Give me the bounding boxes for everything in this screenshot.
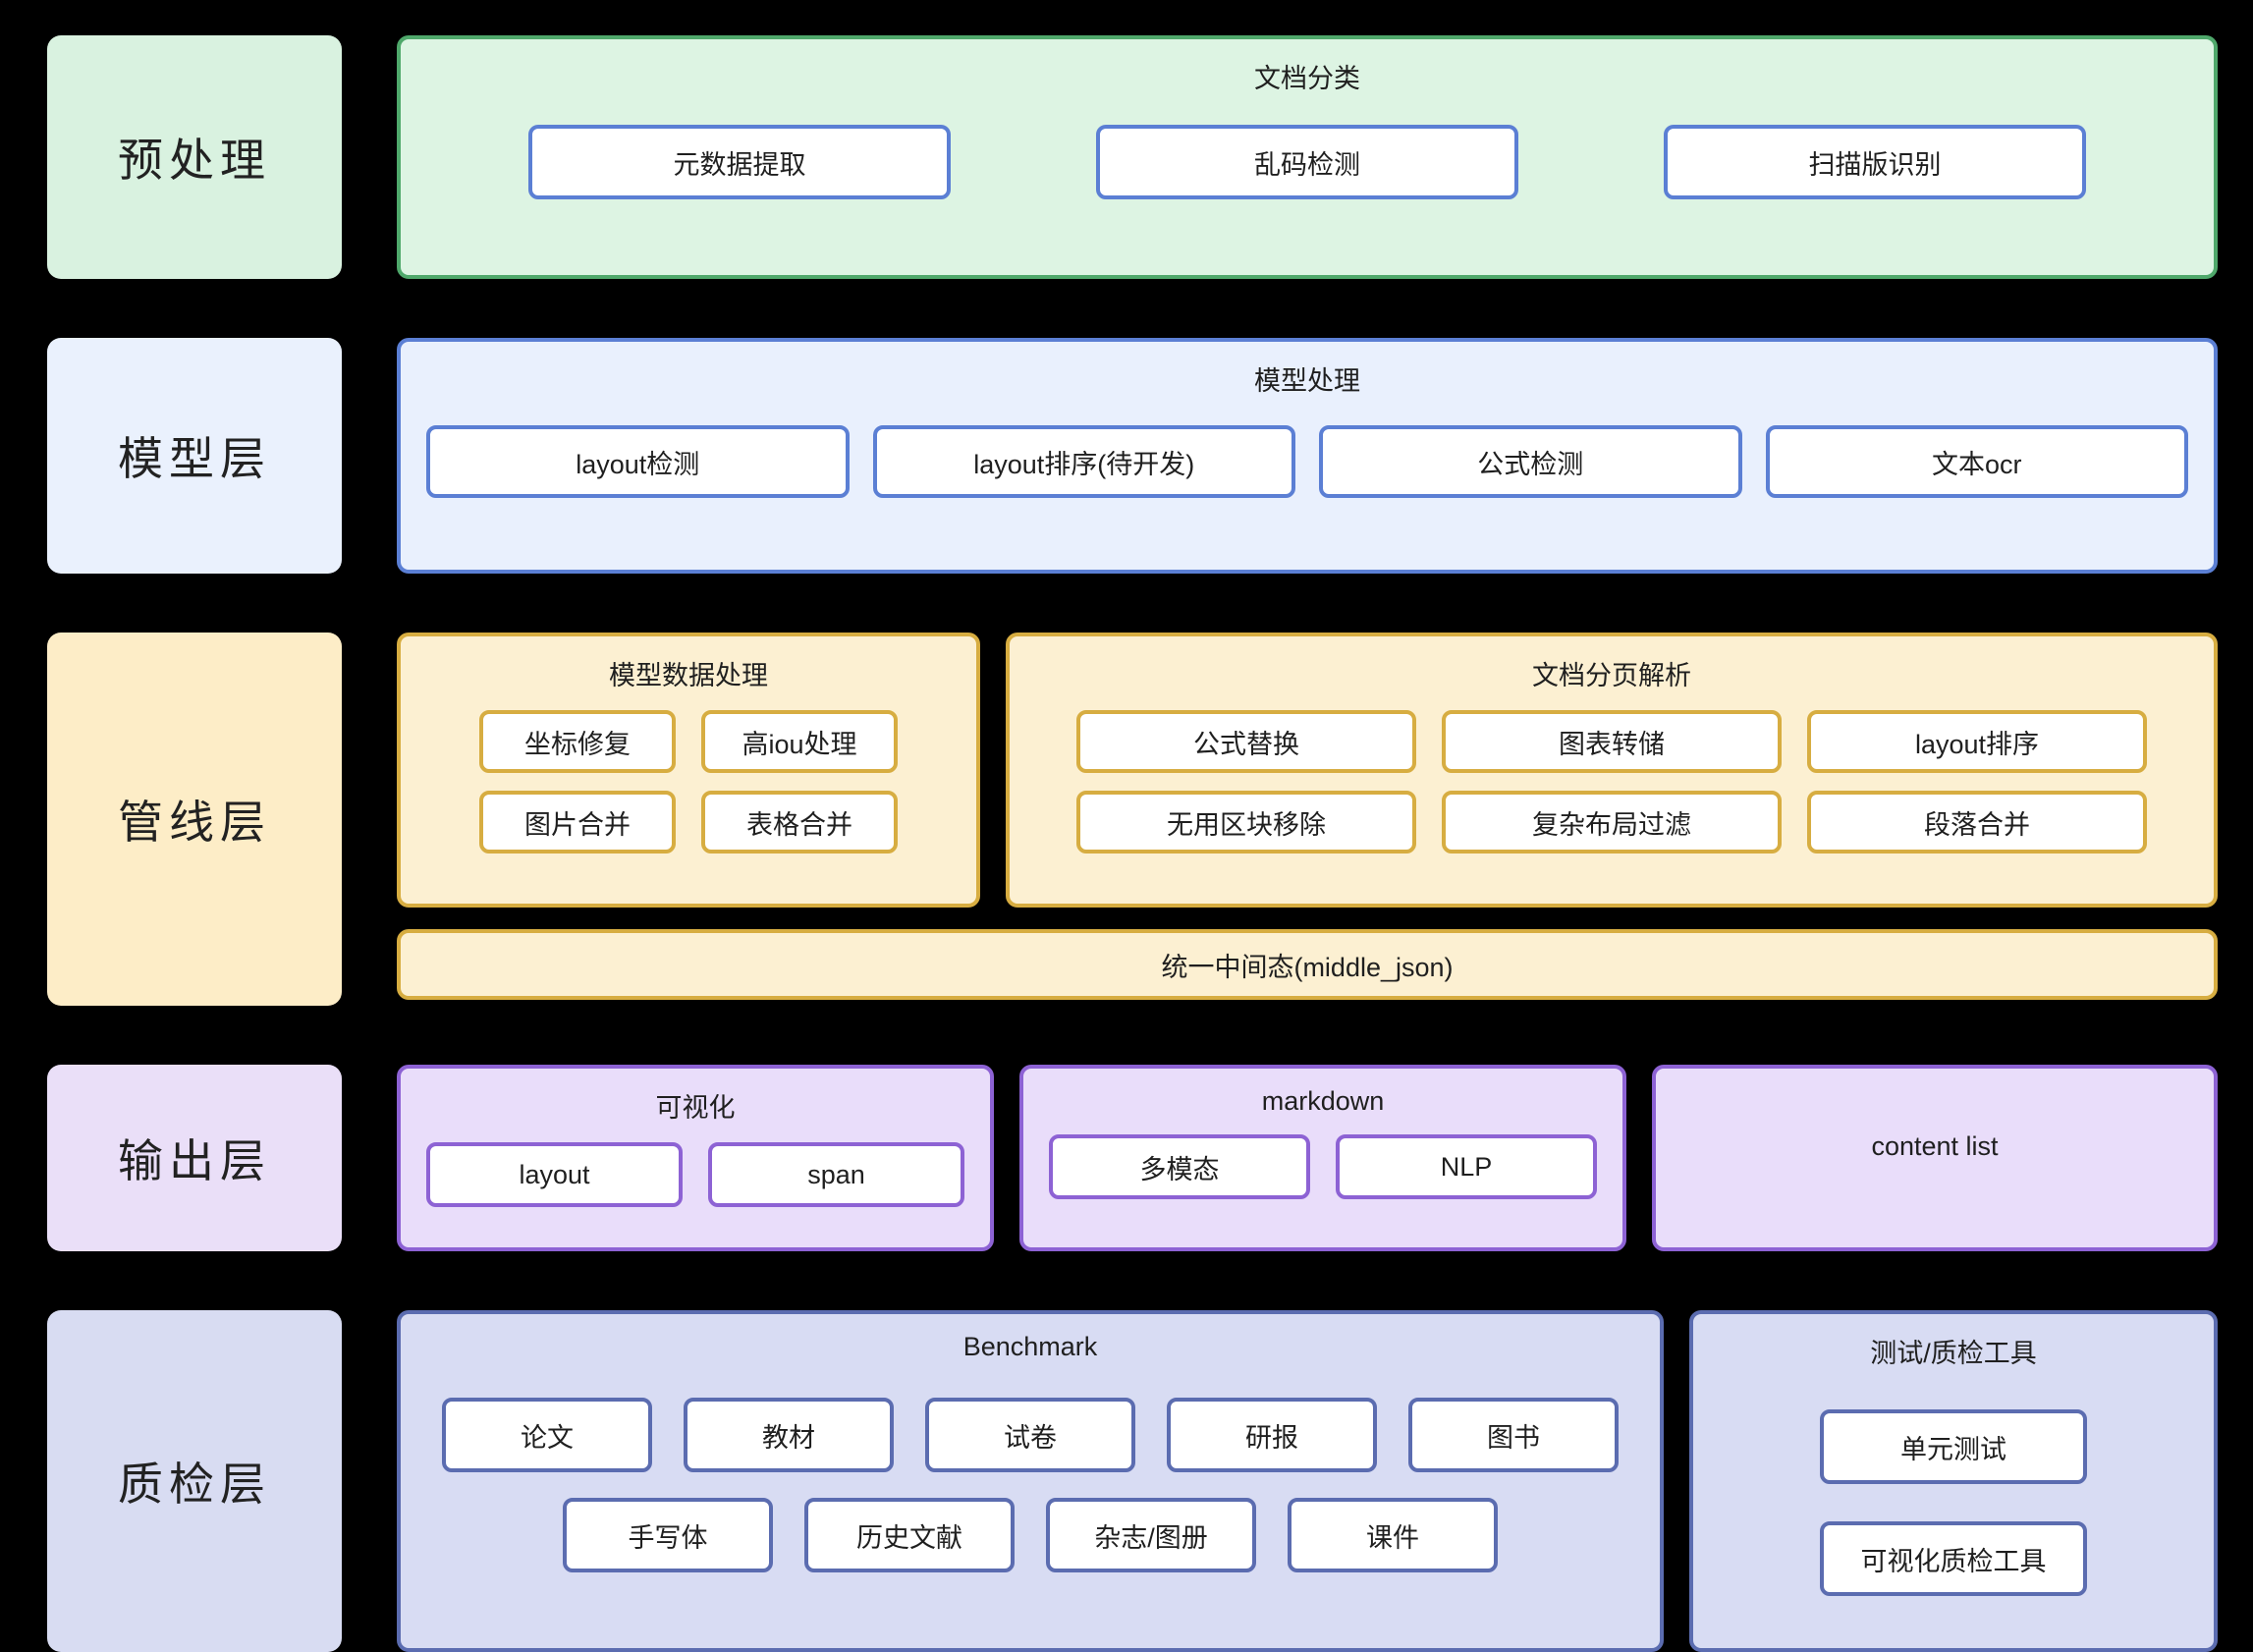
layer-content-preprocess: 文档分类 元数据提取 乱码检测 扫描版识别	[397, 35, 2218, 279]
chip-text-ocr[interactable]: 文本ocr	[1765, 425, 2188, 498]
panel-title: 模型数据处理	[609, 661, 768, 690]
panel-title: Benchmark	[962, 1332, 1098, 1361]
panel-document-classification: 文档分类 元数据提取 乱码检测 扫描版识别	[397, 35, 2218, 279]
chip-garbled-detection[interactable]: 乱码检测	[1096, 125, 1518, 199]
panel-content-list: content list	[1652, 1065, 2218, 1251]
chip-formula-replacement[interactable]: 公式替换	[1076, 710, 1416, 773]
chip-paragraph-merge[interactable]: 段落合并	[1807, 791, 2147, 854]
panel-visualization: 可视化 layout span	[397, 1065, 994, 1251]
chip-metadata-extraction[interactable]: 元数据提取	[528, 125, 951, 199]
layer-row-pipeline: 管线层 模型数据处理 坐标修复 高iou处理 图片合并 表格合并	[47, 633, 2218, 1006]
chip-book[interactable]: 图书	[1408, 1398, 1619, 1472]
chip-row: 公式替换 图表转储 layout排序	[1035, 710, 2188, 773]
chip-image-merge[interactable]: 图片合并	[479, 791, 676, 854]
chip-scanned-recognition[interactable]: 扫描版识别	[1664, 125, 2086, 199]
panel-title: 文档分类	[1254, 64, 1360, 93]
chip-row: layout span	[426, 1142, 964, 1207]
panel-title: 文档分页解析	[1532, 661, 1691, 690]
chip-row: 图片合并 表格合并	[426, 791, 951, 854]
panel-benchmark: Benchmark 论文 教材 试卷 研报 图书 手写体 历史文献 杂志/图	[397, 1310, 1664, 1652]
chip-row: 多模态 NLP	[1049, 1134, 1597, 1199]
layer-content-pipeline: 模型数据处理 坐标修复 高iou处理 图片合并 表格合并 文档分页解析	[397, 633, 2218, 1006]
panel-body: 坐标修复 高iou处理 图片合并 表格合并	[426, 710, 951, 854]
panel-row: Benchmark 论文 教材 试卷 研报 图书 手写体 历史文献 杂志/图	[397, 1310, 2218, 1652]
panel-body: layout检测 layout排序(待开发) 公式检测 文本ocr	[426, 415, 2188, 498]
chip-layout-detection[interactable]: layout检测	[426, 425, 850, 498]
panel-title: markdown	[1261, 1086, 1385, 1116]
panel-document-pagination-parsing: 文档分页解析 公式替换 图表转储 layout排序 无用区块移除 复杂布局过滤 …	[1006, 633, 2218, 908]
layer-row-output: 输出层 可视化 layout span markdown	[47, 1065, 2218, 1251]
chip-chart-transfer[interactable]: 图表转储	[1442, 710, 1782, 773]
layer-row-model: 模型层 模型处理 layout检测 layout排序(待开发) 公式检测 文本o…	[47, 338, 2218, 574]
layer-label-output: 输出层	[47, 1065, 342, 1251]
chip-courseware[interactable]: 课件	[1288, 1498, 1498, 1572]
panel-title: 测试/质检工具	[1870, 1339, 2037, 1368]
panel-title: 模型处理	[1254, 366, 1360, 396]
panel-row: 可视化 layout span markdown 多模态 NLP	[397, 1065, 2218, 1251]
chip-historical-document[interactable]: 历史文献	[804, 1498, 1015, 1572]
layer-content-model: 模型处理 layout检测 layout排序(待开发) 公式检测 文本ocr	[397, 338, 2218, 574]
chip-coordinate-repair[interactable]: 坐标修复	[479, 710, 676, 773]
panel-body: 元数据提取 乱码检测 扫描版识别	[426, 113, 2188, 199]
chip-row: 无用区块移除 复杂布局过滤 段落合并	[1035, 791, 2188, 854]
layer-content-output: 可视化 layout span markdown 多模态 NLP	[397, 1065, 2218, 1251]
chip-exam-paper[interactable]: 试卷	[925, 1398, 1135, 1472]
panel-body: layout span	[426, 1142, 964, 1207]
panel-unified-middle-json: 统一中间态(middle_json)	[397, 929, 2218, 1000]
layer-label-pipeline: 管线层	[47, 633, 342, 1006]
chip-layout[interactable]: layout	[426, 1142, 683, 1207]
panel-title: 可视化	[655, 1093, 736, 1123]
layer-label-quality: 质检层	[47, 1310, 342, 1652]
chip-high-iou-processing[interactable]: 高iou处理	[701, 710, 898, 773]
chip-textbook[interactable]: 教材	[684, 1398, 894, 1472]
chip-row: 论文 教材 试卷 研报 图书	[426, 1398, 1634, 1472]
panel-body: 单元测试 可视化质检工具	[1719, 1409, 2188, 1596]
chip-layout-ordering[interactable]: layout排序	[1807, 710, 2147, 773]
panel-test-qa-tools: 测试/质检工具 单元测试 可视化质检工具	[1689, 1310, 2218, 1652]
layer-row-preprocess: 预处理 文档分类 元数据提取 乱码检测 扫描版识别	[47, 35, 2218, 279]
panel-model-data-processing: 模型数据处理 坐标修复 高iou处理 图片合并 表格合并	[397, 633, 980, 908]
panel-row: 模型处理 layout检测 layout排序(待开发) 公式检测 文本ocr	[397, 338, 2218, 574]
chip-magazine-album[interactable]: 杂志/图册	[1046, 1498, 1256, 1572]
panel-body: 论文 教材 试卷 研报 图书 手写体 历史文献 杂志/图册 课件	[426, 1398, 1634, 1572]
layer-row-quality: 质检层 Benchmark 论文 教材 试卷 研报 图书 手写体	[47, 1310, 2218, 1652]
panel-row: 模型数据处理 坐标修复 高iou处理 图片合并 表格合并 文档分页解析	[397, 633, 2218, 908]
architecture-diagram: 预处理 文档分类 元数据提取 乱码检测 扫描版识别 模型层	[47, 35, 2218, 1652]
chip-table-merge[interactable]: 表格合并	[701, 791, 898, 854]
chip-unit-test[interactable]: 单元测试	[1820, 1409, 2087, 1484]
chip-nlp[interactable]: NLP	[1336, 1134, 1597, 1199]
chip-multimodal[interactable]: 多模态	[1049, 1134, 1310, 1199]
chip-layout-ordering[interactable]: layout排序(待开发)	[872, 425, 1295, 498]
chip-row: 元数据提取 乱码检测 扫描版识别	[426, 125, 2188, 199]
layer-label-preprocess: 预处理	[47, 35, 342, 279]
layer-label-model: 模型层	[47, 338, 342, 574]
chip-useless-block-removal[interactable]: 无用区块移除	[1076, 791, 1416, 854]
panel-row: 文档分类 元数据提取 乱码检测 扫描版识别	[397, 35, 2218, 279]
chip-paper[interactable]: 论文	[442, 1398, 652, 1472]
chip-row: layout检测 layout排序(待开发) 公式检测 文本ocr	[426, 425, 2188, 498]
panel-model-processing: 模型处理 layout检测 layout排序(待开发) 公式检测 文本ocr	[397, 338, 2218, 574]
chip-row: 手写体 历史文献 杂志/图册 课件	[426, 1498, 1634, 1572]
chip-row: 坐标修复 高iou处理	[426, 710, 951, 773]
panel-body: 多模态 NLP	[1049, 1134, 1597, 1199]
chip-handwriting[interactable]: 手写体	[563, 1498, 773, 1572]
chip-research-report[interactable]: 研报	[1167, 1398, 1377, 1472]
layer-content-quality: Benchmark 论文 教材 试卷 研报 图书 手写体 历史文献 杂志/图	[397, 1310, 2218, 1652]
chip-row: 可视化质检工具	[1719, 1521, 2188, 1596]
chip-row: 单元测试	[1719, 1409, 2188, 1484]
panel-markdown: markdown 多模态 NLP	[1019, 1065, 1626, 1251]
chip-visual-qa-tool[interactable]: 可视化质检工具	[1820, 1521, 2087, 1596]
chip-complex-layout-filter[interactable]: 复杂布局过滤	[1442, 791, 1782, 854]
panel-body: 公式替换 图表转储 layout排序 无用区块移除 复杂布局过滤 段落合并	[1035, 710, 2188, 854]
chip-span[interactable]: span	[708, 1142, 964, 1207]
chip-formula-detection[interactable]: 公式检测	[1319, 425, 1742, 498]
